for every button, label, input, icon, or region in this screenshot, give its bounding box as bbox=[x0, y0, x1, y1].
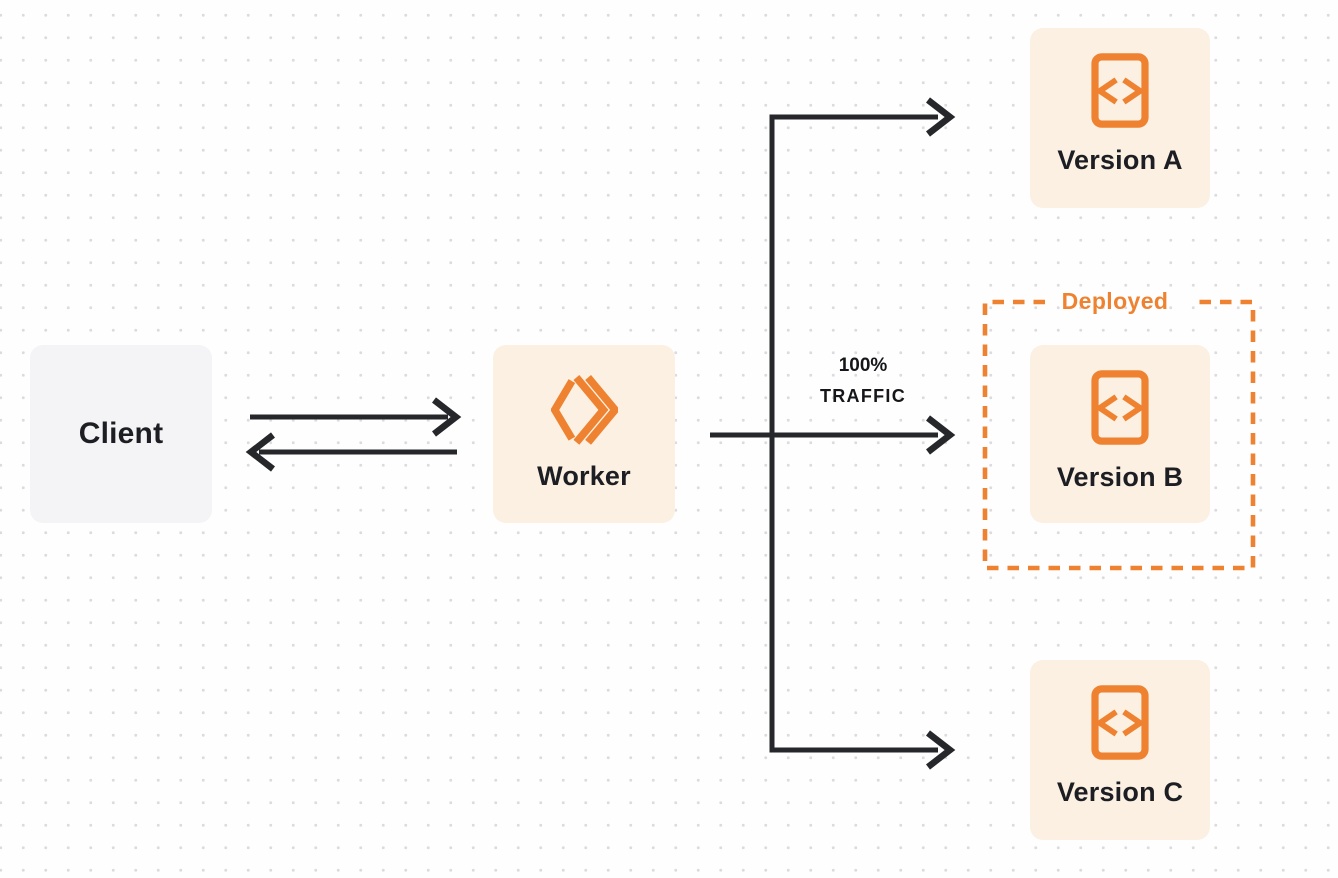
code-file-icon bbox=[1091, 370, 1149, 445]
client-node-label: Client bbox=[78, 417, 164, 450]
worker-node: Worker bbox=[493, 345, 675, 523]
traffic-percent-label: 100% bbox=[838, 355, 888, 376]
version-b-node: Version B bbox=[1030, 345, 1210, 523]
version-c-node-label: Version C bbox=[1056, 777, 1184, 807]
version-a-node-label: Version A bbox=[1057, 145, 1183, 175]
version-c-node: Version C bbox=[1030, 660, 1210, 840]
deployed-dashed-border bbox=[982, 299, 1256, 571]
traffic-annotation: 100% TRAFFIC bbox=[795, 350, 931, 412]
arrowhead-right-icon bbox=[926, 97, 956, 137]
arrowhead-right-icon bbox=[926, 730, 956, 770]
worker-node-label: Worker bbox=[537, 461, 631, 491]
arrowhead-right-icon bbox=[432, 397, 462, 437]
arrowhead-left-icon bbox=[245, 432, 275, 472]
branch-trunk-line bbox=[769, 114, 938, 753]
workers-logo-icon bbox=[550, 375, 618, 445]
deployed-label: Deployed bbox=[1061, 288, 1169, 314]
code-file-icon bbox=[1091, 685, 1149, 760]
traffic-word-label: TRAFFIC bbox=[819, 386, 907, 406]
client-node: Client bbox=[30, 345, 212, 523]
version-b-node-label: Version B bbox=[1056, 462, 1184, 492]
code-file-icon bbox=[1091, 53, 1149, 128]
version-a-node: Version A bbox=[1030, 28, 1210, 208]
arrowhead-right-icon bbox=[926, 415, 956, 455]
